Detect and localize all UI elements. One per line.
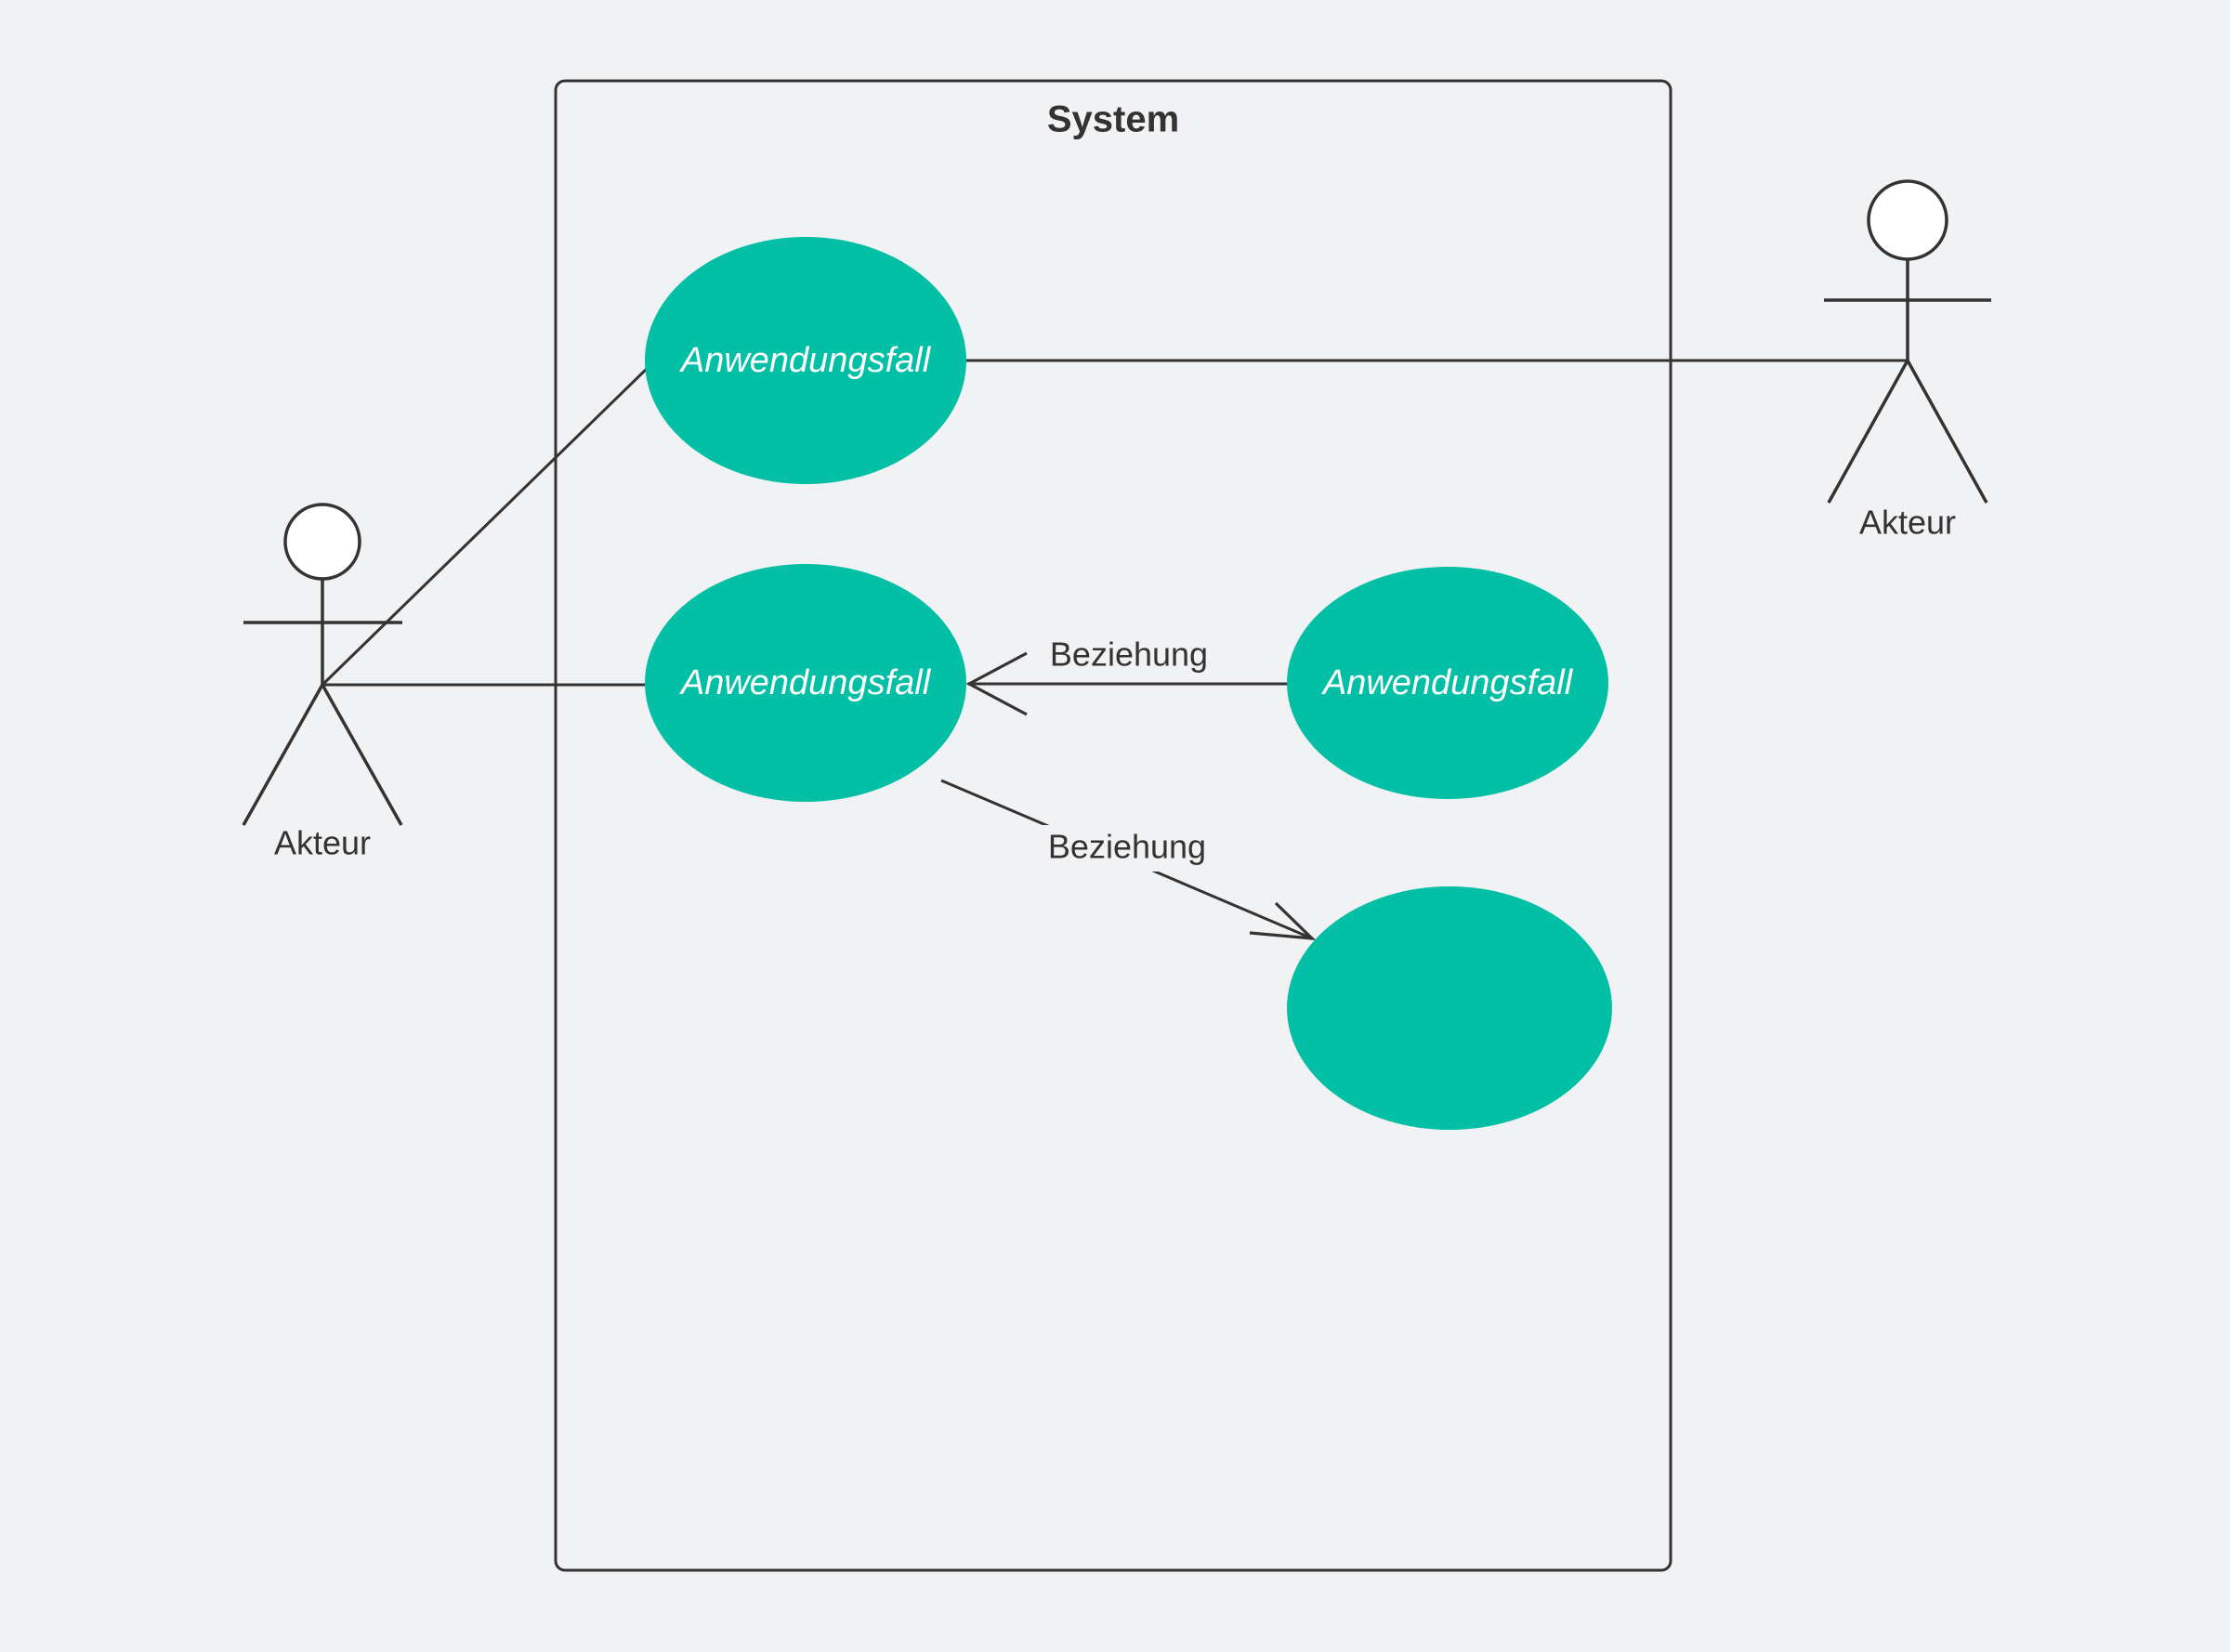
actor-label: Akteur bbox=[274, 824, 371, 862]
label-backdrop bbox=[1041, 633, 1219, 679]
system-boundary-box[interactable] bbox=[554, 79, 1672, 1572]
relationship-label-1-group: Beziehung bbox=[1041, 633, 1219, 679]
relationship-usecase-3-to-usecase-2[interactable] bbox=[965, 651, 1288, 716]
use-case-ellipse bbox=[1287, 886, 1612, 1130]
arrowhead-down-right-icon bbox=[1249, 901, 1317, 940]
association-actor-left-usecase-1[interactable] bbox=[321, 363, 652, 687]
actor-label: Akteur bbox=[1859, 504, 1956, 542]
use-case-3[interactable]: Anwendungsfall bbox=[1287, 567, 1608, 799]
actor-legs-icon bbox=[242, 681, 403, 826]
use-case-1[interactable]: Anwendungsfall bbox=[645, 237, 966, 484]
use-case-2[interactable]: Anwendungsfall bbox=[645, 564, 966, 802]
system-title: System bbox=[1047, 99, 1179, 140]
use-case-ellipse bbox=[645, 564, 966, 802]
actor-head-icon bbox=[1867, 179, 1948, 261]
actor-right[interactable]: Akteur bbox=[1824, 179, 1991, 542]
use-case-ellipse bbox=[1287, 567, 1608, 799]
relationship-label-2-group: Beziehung bbox=[1039, 825, 1217, 872]
use-case-label: Anwendungsfall bbox=[679, 341, 932, 380]
use-case-label: Anwendungsfall bbox=[679, 663, 932, 702]
relationship-label: Beziehung bbox=[1048, 828, 1206, 866]
actor-left[interactable]: Akteur bbox=[242, 503, 403, 862]
relationship-label: Beziehung bbox=[1050, 636, 1208, 674]
label-backdrop bbox=[1039, 825, 1217, 872]
actor-head-icon bbox=[283, 503, 361, 581]
use-case-4[interactable] bbox=[1287, 886, 1612, 1130]
use-case-label: Anwendungsfall bbox=[1321, 663, 1574, 702]
actor-legs-icon bbox=[1827, 357, 1988, 504]
arrowhead-left-icon bbox=[965, 651, 1028, 716]
use-case-ellipse bbox=[645, 237, 966, 484]
